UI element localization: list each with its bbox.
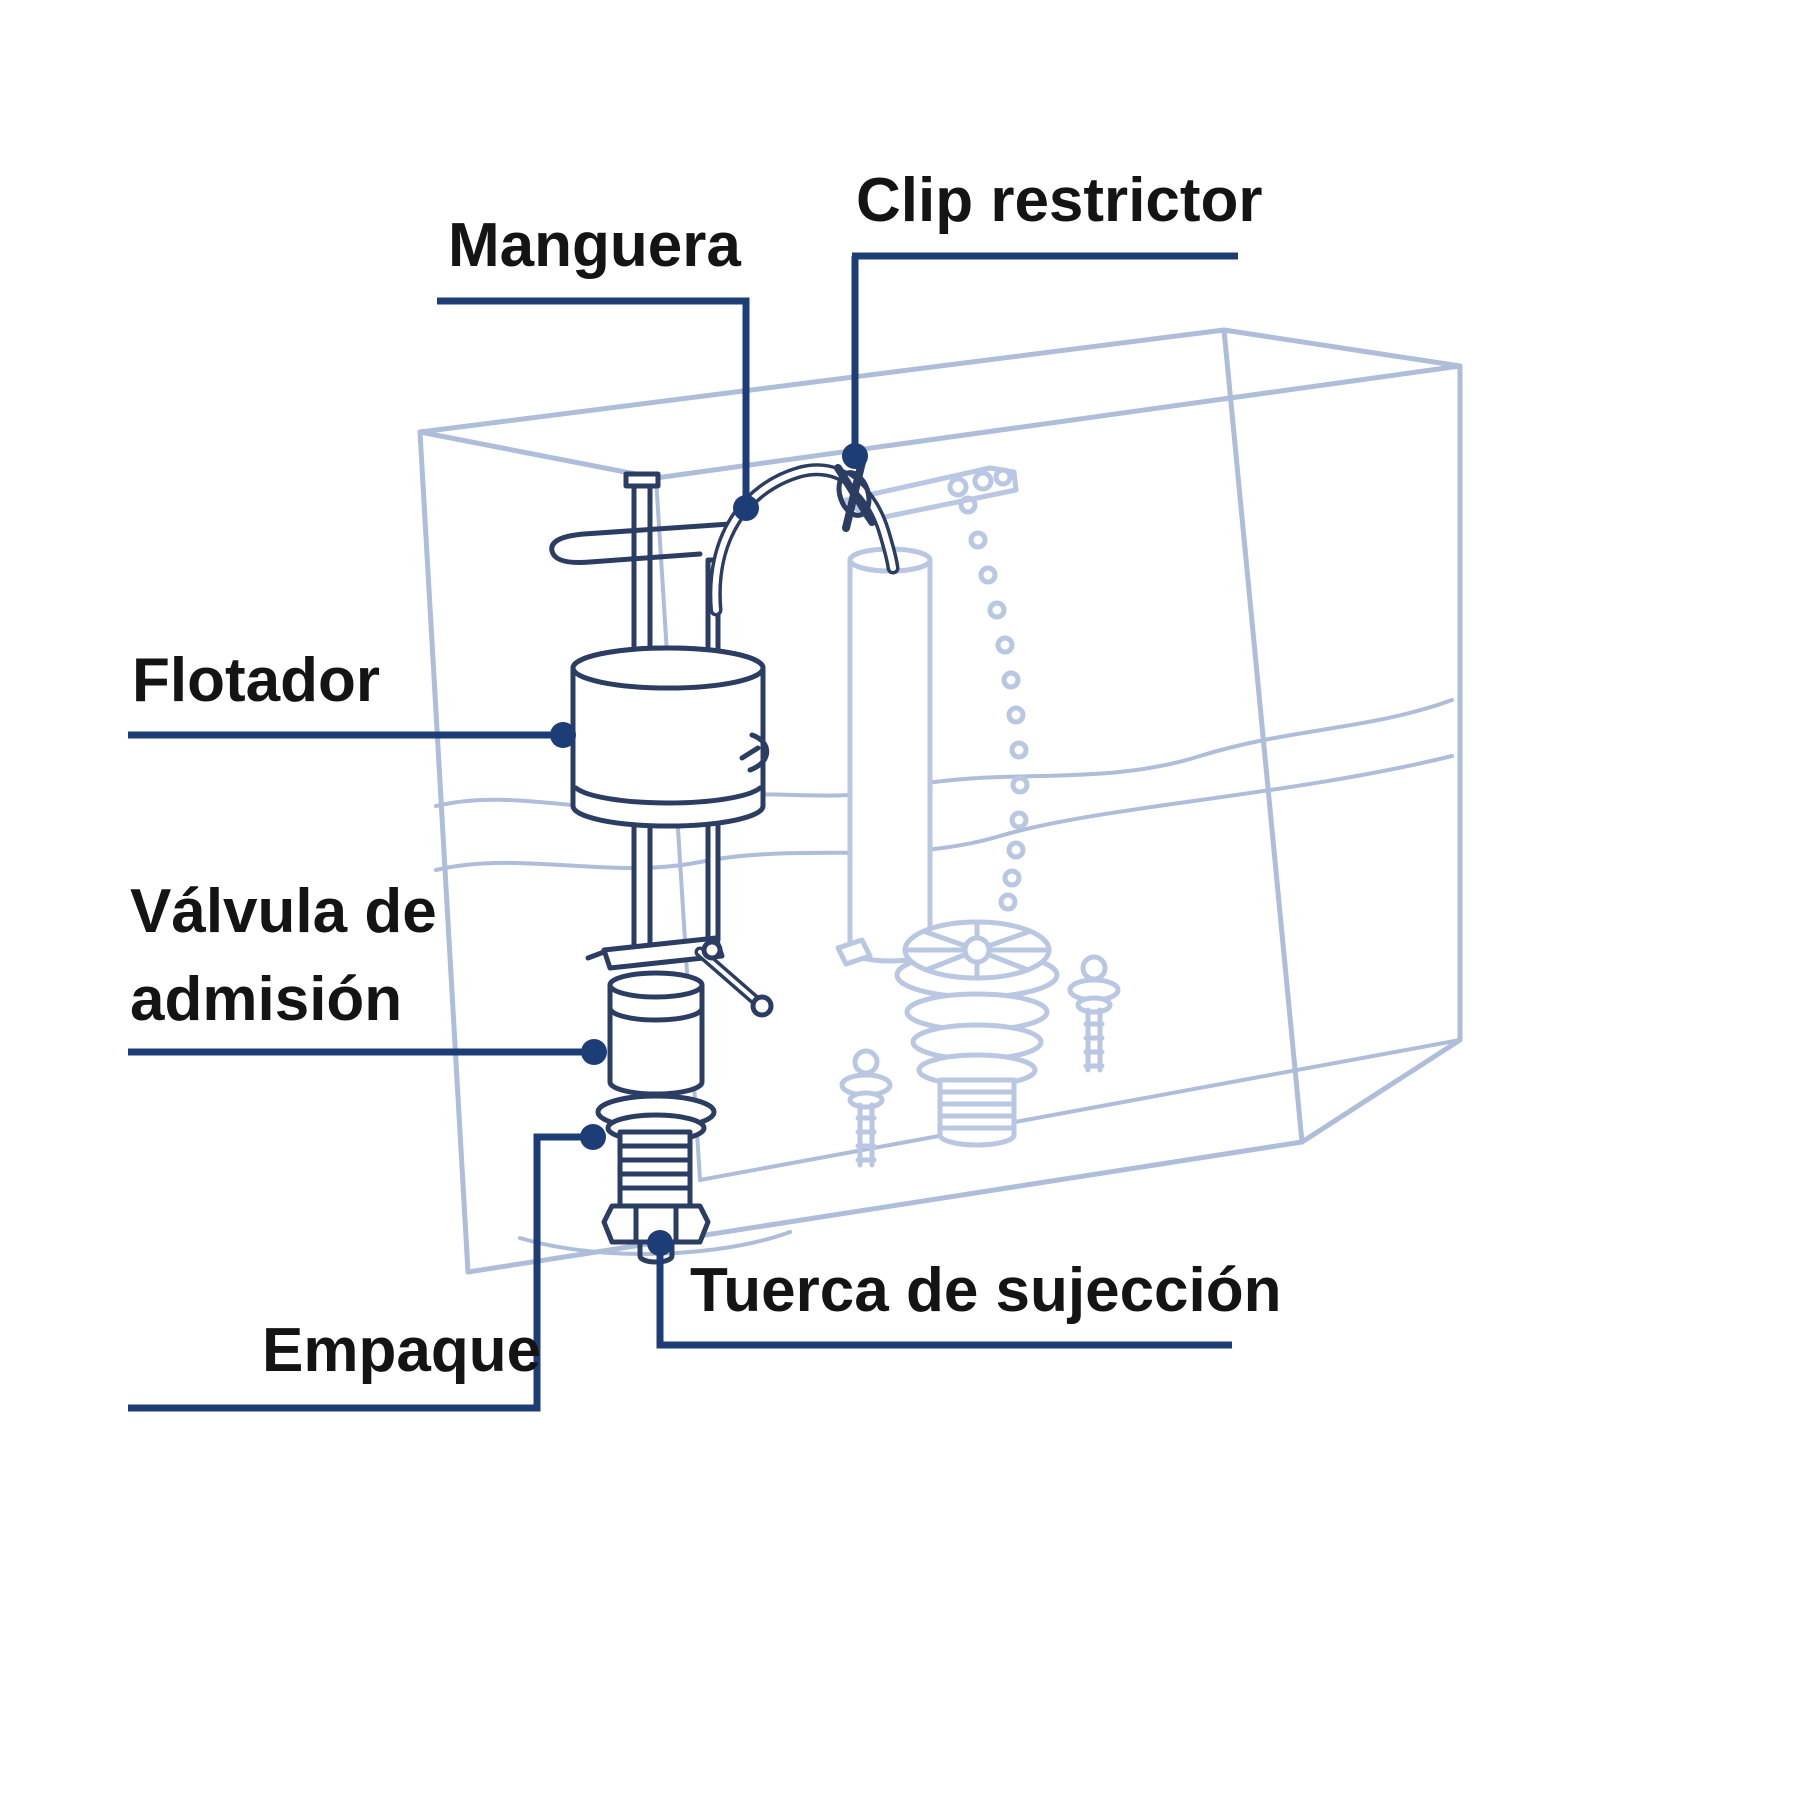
callout-dot-empaque [580, 1124, 606, 1150]
threaded-shank [617, 1129, 693, 1209]
float-cup [570, 645, 770, 829]
leader-line-clip-restrictor [851, 252, 1238, 452]
label-valvula-admision: Válvula de admisión [130, 877, 437, 1035]
label-tuerca-sujeccion: Tuerca de sujección [690, 1256, 1282, 1325]
leader-line-empaque [128, 1133, 593, 1412]
callout-dot-clip-restrictor [842, 443, 868, 469]
callout-dot-tuerca [647, 1230, 673, 1256]
mounting-bolt-left [839, 1048, 893, 1168]
callout-dot-valvula-admision [581, 1039, 607, 1065]
flush-valve-outlet [937, 1077, 1017, 1148]
supply-hose [708, 463, 900, 617]
callout-dot-manguera [733, 495, 759, 521]
leader-line-manguera [437, 297, 750, 505]
flapper-chain [958, 495, 1030, 912]
label-clip-restrictor: Clip restrictor [856, 166, 1263, 235]
lock-nut [601, 1203, 711, 1265]
admission-valve-head [585, 935, 774, 1018]
flapper [894, 919, 1060, 1088]
mounting-bolt-right [1067, 954, 1121, 1073]
label-empaque: Empaque [262, 1316, 542, 1385]
callout-dot-flotador [550, 722, 576, 748]
label-manguera: Manguera [448, 211, 741, 280]
label-flotador: Flotador [132, 646, 380, 715]
refill-tube-loop [549, 521, 733, 565]
leader-line-tuerca [656, 1243, 1232, 1349]
restrictor-clip [834, 458, 876, 532]
callouts [128, 252, 1238, 1412]
admission-valve-body [607, 970, 705, 1097]
flush-valve-assembly [835, 465, 1121, 1168]
overflow-tube [835, 546, 933, 967]
fill-valve-assembly [549, 458, 900, 1265]
tank-outline [417, 327, 1463, 1275]
